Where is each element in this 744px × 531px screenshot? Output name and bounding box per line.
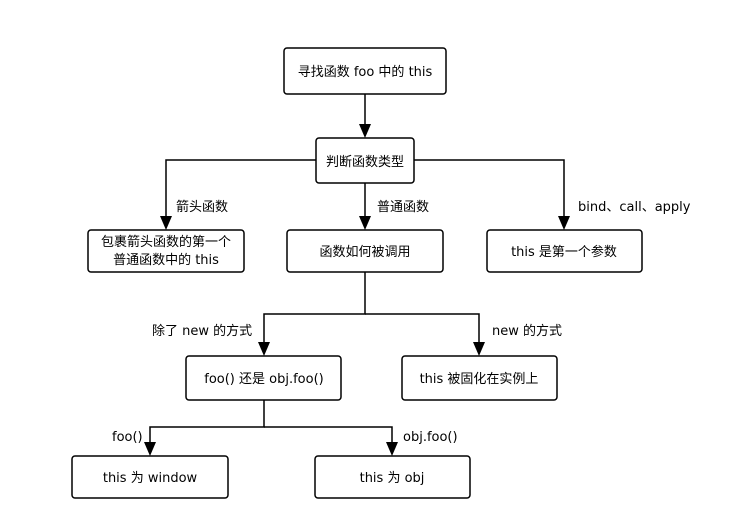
node-bind-apply: this 是第一个参数 bbox=[486, 229, 643, 273]
edge-label-arrow-fn: 箭头函数 bbox=[176, 199, 228, 215]
node-label: 寻找函数 foo 中的 this bbox=[298, 64, 433, 80]
node-foo-or-obj: foo() 还是 obj.foo() bbox=[185, 355, 342, 401]
edges bbox=[149, 94, 565, 446]
arrow-head-icon bbox=[258, 342, 270, 356]
edge-foo-to-window bbox=[149, 400, 265, 446]
edge-type-to-bind-apply bbox=[414, 159, 565, 220]
arrow-head-icon bbox=[359, 124, 371, 138]
node-type-check: 判断函数类型 bbox=[315, 137, 415, 184]
edge-type-to-arrow-fn bbox=[165, 159, 316, 220]
arrow-head-icon bbox=[359, 216, 371, 230]
edge-label-new-way: new 的方式 bbox=[492, 323, 562, 339]
node-arrow-fn: 包裹箭头函数的第一个 普通函数中的 this bbox=[87, 229, 245, 273]
edge-labels: 箭头函数 普通函数 bind、call、apply 除了 new 的方式 new… bbox=[112, 199, 691, 445]
edge-label-except-new: 除了 new 的方式 bbox=[152, 323, 252, 339]
edge-label-normal-fn: 普通函数 bbox=[377, 200, 429, 215]
edge-call-how-to-new bbox=[365, 313, 480, 346]
node-label: this 被固化在实例上 bbox=[420, 372, 539, 387]
node-box bbox=[401, 355, 558, 401]
node-this-window: this 为 window bbox=[71, 455, 229, 499]
node-label: foo() 还是 obj.foo() bbox=[204, 372, 323, 387]
arrow-head-icon bbox=[558, 216, 570, 230]
arrow-head-icon bbox=[144, 442, 156, 456]
node-box bbox=[71, 455, 229, 499]
edge-foo-to-obj bbox=[264, 426, 393, 446]
node-box bbox=[87, 229, 245, 273]
node-box bbox=[486, 229, 643, 273]
node-box bbox=[286, 229, 444, 273]
arrow-head-icon bbox=[160, 216, 172, 230]
node-label: 判断函数类型 bbox=[326, 155, 404, 170]
edge-label-foo-call: foo() bbox=[112, 430, 143, 445]
arrow-heads bbox=[144, 124, 570, 456]
arrow-head-icon bbox=[386, 442, 398, 456]
node-label-line2: 普通函数中的 this bbox=[113, 252, 219, 268]
node-box bbox=[315, 137, 415, 184]
node-root: 寻找函数 foo 中的 this bbox=[283, 47, 447, 95]
node-box bbox=[185, 355, 342, 401]
node-label: this 是第一个参数 bbox=[511, 244, 617, 260]
node-this-obj: this 为 obj bbox=[314, 455, 471, 499]
edge-label-obj-foo-call: obj.foo() bbox=[403, 430, 458, 445]
node-label-line1: 包裹箭头函数的第一个 bbox=[101, 234, 231, 250]
node-label: this 为 obj bbox=[360, 471, 425, 486]
node-box bbox=[283, 47, 447, 95]
node-label: 函数如何被调用 bbox=[319, 244, 410, 260]
edge-label-bind-call-apply: bind、call、apply bbox=[578, 200, 691, 215]
node-label: this 为 window bbox=[103, 471, 198, 486]
edge-call-how-trunk bbox=[263, 272, 366, 346]
arrow-head-icon bbox=[473, 342, 485, 356]
node-new-bound: this 被固化在实例上 bbox=[401, 355, 558, 401]
node-call-how: 函数如何被调用 bbox=[286, 229, 444, 273]
node-box bbox=[314, 455, 471, 499]
